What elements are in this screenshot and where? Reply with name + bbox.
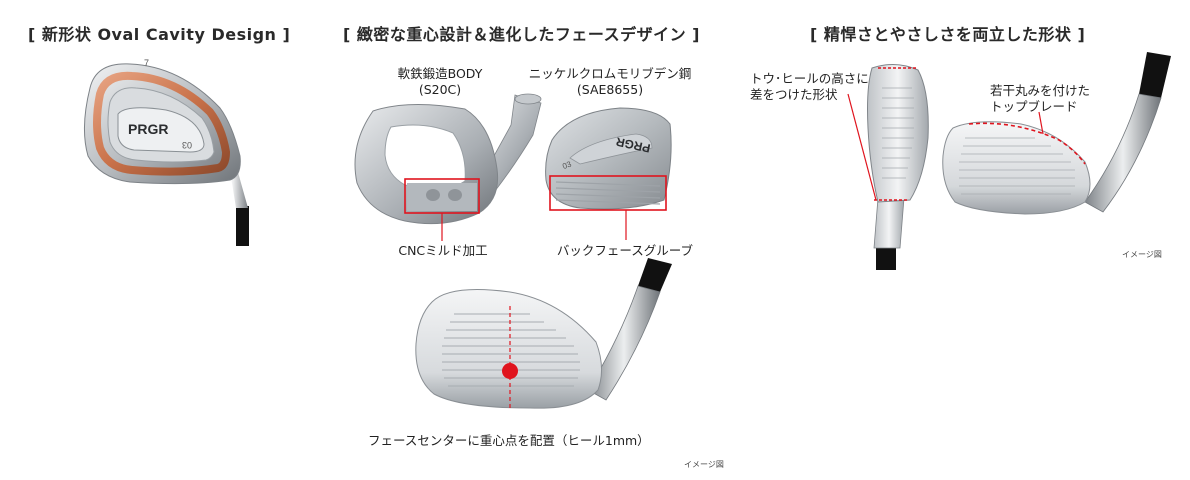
- center-image-note: イメージ図: [684, 460, 724, 469]
- label-face-material: ニッケルクロムモリブデン鋼 (SAE8655): [528, 66, 692, 97]
- body-part-image: [354, 93, 542, 241]
- prgr-logo: PRGR: [128, 121, 168, 137]
- side-view-image: [847, 64, 929, 270]
- iron-back-image: PRGR 03 7: [83, 58, 249, 246]
- center-of-gravity-dot: [502, 363, 518, 379]
- model-mark: 03: [182, 140, 192, 150]
- right-image-note: イメージ図: [1122, 250, 1162, 259]
- top-blade-image: [942, 52, 1171, 215]
- svg-text:03: 03: [561, 159, 573, 171]
- face-gravity-image: [415, 258, 672, 409]
- heading-shape: [ 精悍さとやさしさを両立した形状 ]: [810, 25, 1086, 44]
- heading-center-of-gravity: [ 緻密な重心設計＆進化したフェースデザイン ]: [343, 25, 700, 44]
- label-toe-heel: トウ･ヒールの高さに 差をつけた形状: [750, 71, 869, 102]
- svg-text:7: 7: [144, 58, 149, 68]
- label-top-blade: 若干丸みを付けた トップブレード: [990, 83, 1091, 114]
- label-gravity-point: フェースセンターに重心点を配置（ヒール1mm）: [368, 433, 650, 448]
- heading-oval-cavity: [ 新形状 Oval Cavity Design ]: [28, 25, 291, 44]
- label-body-material: 軟鉄鍛造BODY (S20C): [397, 66, 483, 97]
- label-back-face-groove: バックフェースグルーブ: [556, 243, 694, 258]
- face-part-image: PRGR 03: [545, 107, 672, 240]
- label-cnc-milled: CNCミルド加工: [398, 243, 488, 258]
